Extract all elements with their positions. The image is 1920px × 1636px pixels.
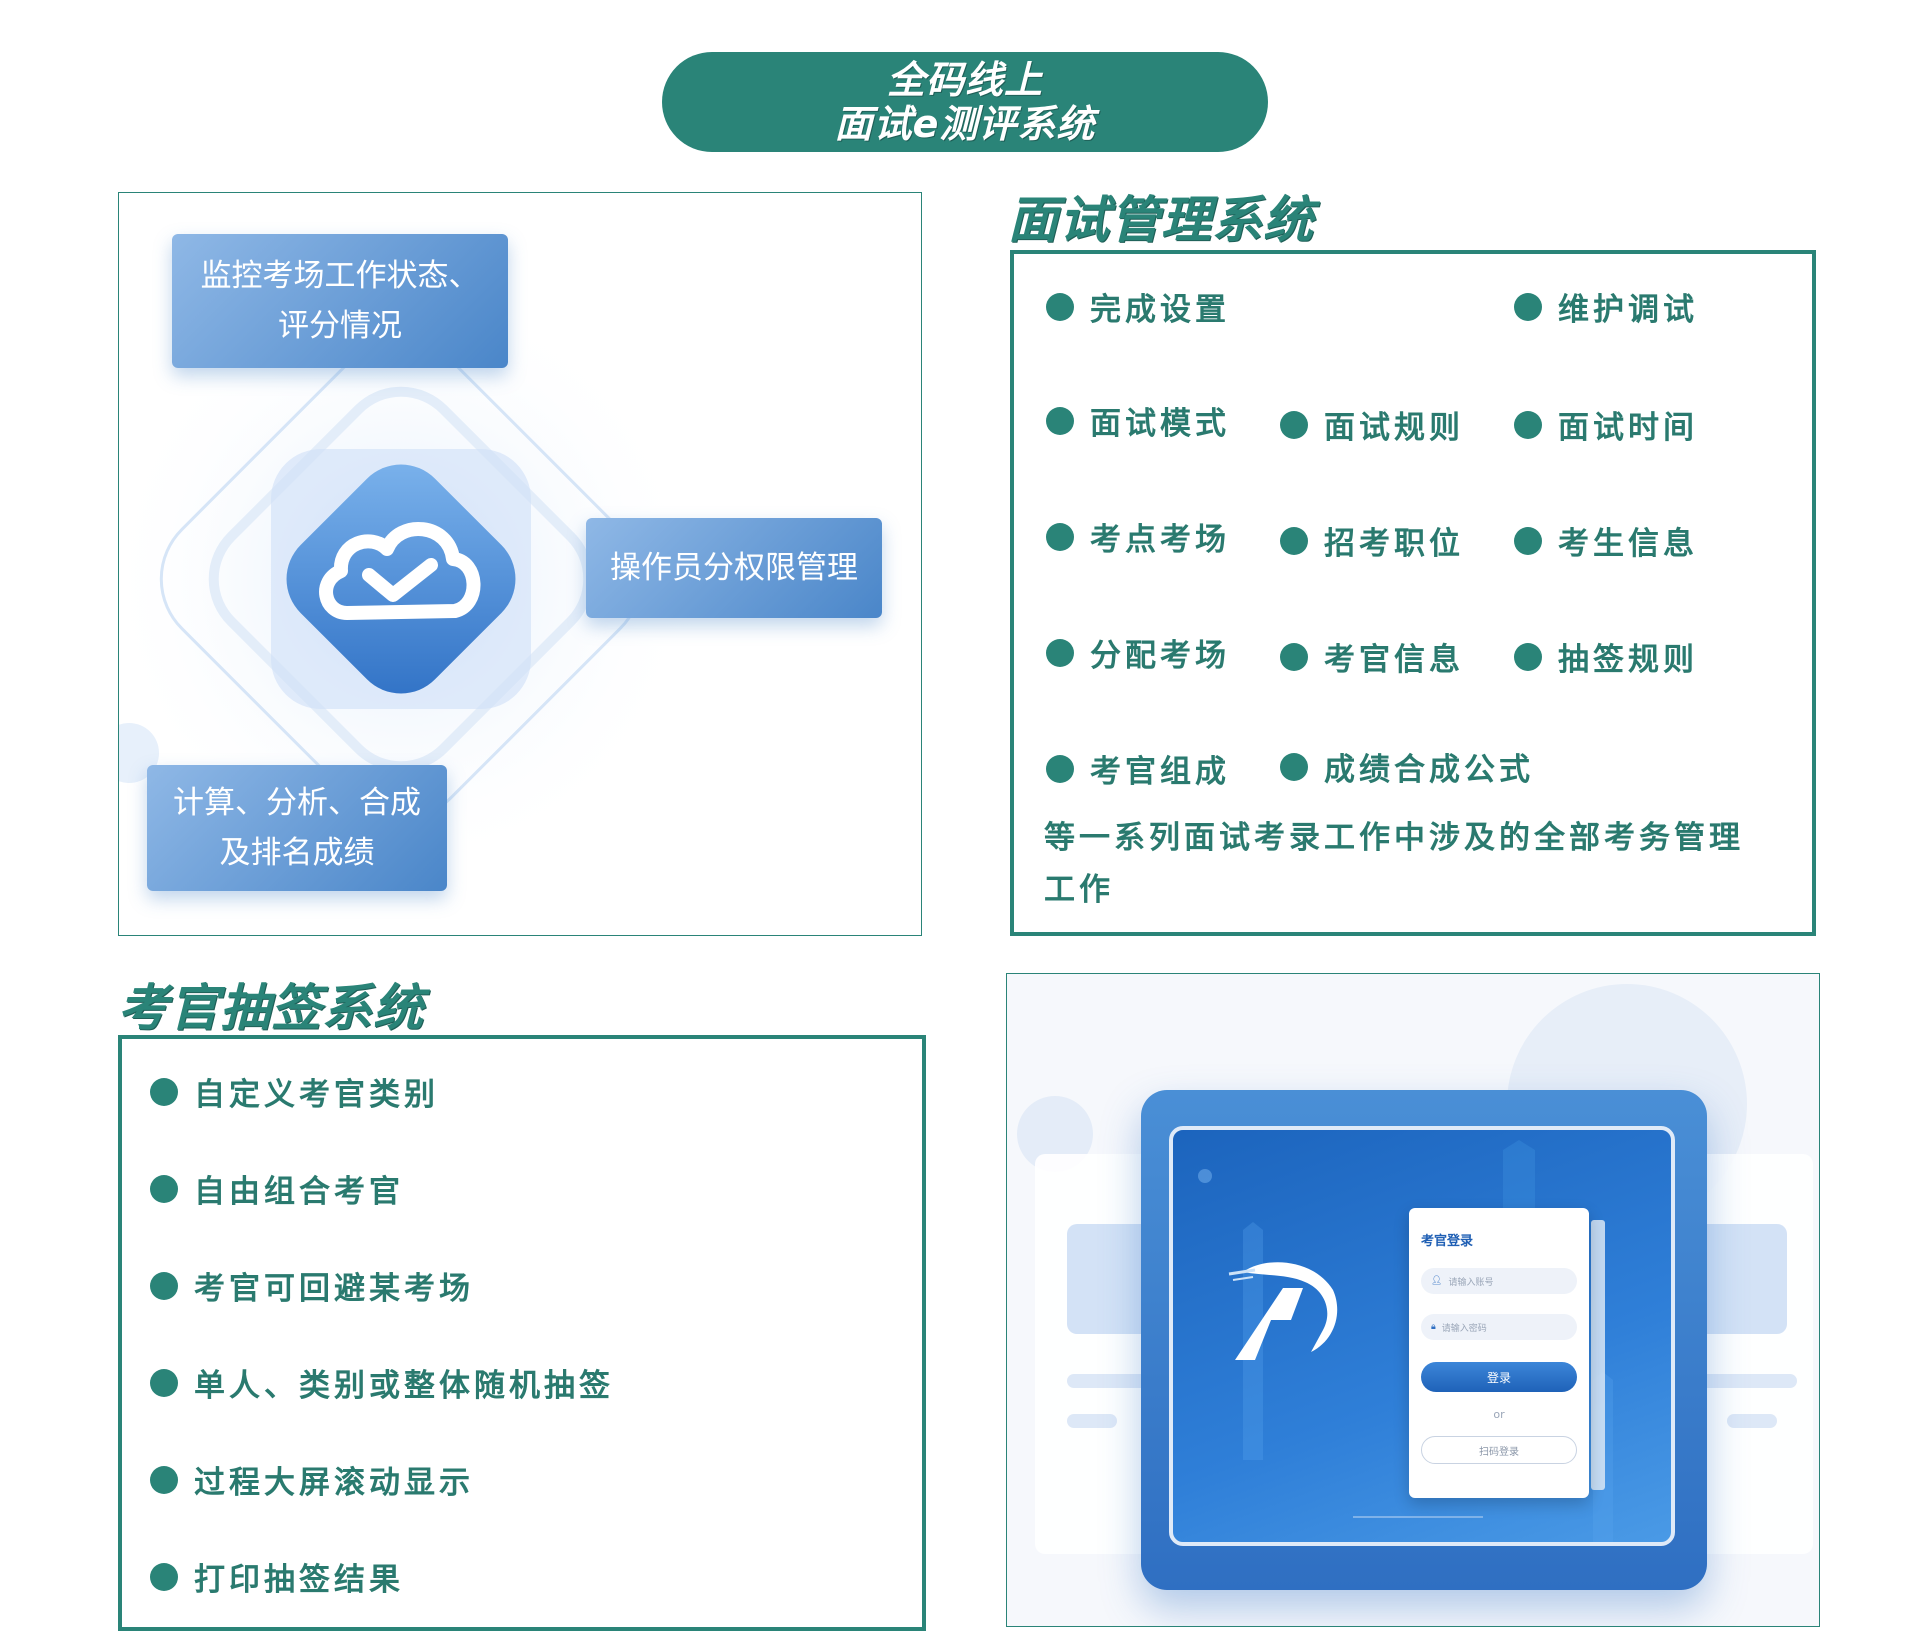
header-title-pill: 全码线上 面试e测评系统 [662, 52, 1268, 152]
app-logo-icon [1228, 1262, 1338, 1360]
bullet-dot [1046, 754, 1074, 783]
management-item: 抽签规则 [1514, 634, 1698, 679]
bullet-dot [1514, 642, 1542, 671]
bullet-dot [1046, 292, 1074, 321]
draw-title: 考官抽签系统 [118, 979, 424, 1037]
header-title-line2: 面试e测评系统 [834, 102, 1096, 146]
management-item: 考生信息 [1514, 518, 1698, 563]
draw-item: 自由组合考官 [150, 1166, 404, 1211]
draw-item: 自定义考官类别 [150, 1069, 439, 1114]
account-input[interactable]: 👤︎ 请输入账号 [1421, 1268, 1577, 1294]
management-item: 面试时间 [1514, 402, 1698, 447]
feature-monitor-line2: 评分情况 [278, 308, 402, 344]
draw-panel: 自定义考官类别 自由组合考官 考官可回避某考场 单人、类别或整体随机抽签 过程大… [118, 1035, 926, 1631]
account-placeholder: 请输入账号 [1448, 1277, 1494, 1288]
management-item: 维护调试 [1514, 284, 1698, 329]
bullet-dot [150, 1465, 178, 1494]
management-item: 考点考场 [1046, 514, 1230, 559]
login-title: 考官登录 [1421, 1234, 1474, 1249]
bullet-dot [150, 1368, 178, 1397]
tablet-device: 考官登录 👤︎ 请输入账号 🔒︎ 请输入密码 登录 or 扫码登录 [1141, 1090, 1707, 1590]
management-title: 面试管理系统 [1008, 191, 1314, 249]
bullet-dot [1280, 526, 1308, 555]
bullet-dot [1280, 410, 1308, 439]
header-title-line1: 全码线上 [886, 58, 1043, 102]
bullet-dot [1514, 292, 1542, 321]
management-item: 招考职位 [1280, 518, 1464, 563]
login-mockup-panel: 考官登录 👤︎ 请输入账号 🔒︎ 请输入密码 登录 or 扫码登录 [1006, 973, 1820, 1627]
password-placeholder: 请输入密码 [1441, 1323, 1487, 1334]
bullet-dot [150, 1077, 178, 1106]
login-button[interactable]: 登录 [1421, 1362, 1577, 1392]
draw-item: 过程大屏滚动显示 [150, 1457, 474, 1502]
bullet-dot [1514, 410, 1542, 439]
management-summary: 等一系列面试考录工作中涉及的全部考务管理工作 [1044, 820, 1744, 908]
bullet-dot [1046, 522, 1074, 551]
feature-compute-box: 计算、分析、合成 及排名成绩 [147, 765, 447, 891]
feature-compute-line2: 及排名成绩 [219, 835, 375, 871]
management-item: 考官组成 [1046, 746, 1230, 791]
management-item: 完成设置 [1046, 284, 1230, 329]
feature-monitor-box: 监控考场工作状态、 评分情况 [172, 234, 508, 368]
management-item: 面试规则 [1280, 402, 1464, 447]
management-item: 考官信息 [1280, 634, 1464, 679]
bullet-dot [150, 1271, 178, 1300]
bullet-dot [1280, 752, 1308, 781]
password-input[interactable]: 🔒︎ 请输入密码 [1421, 1314, 1577, 1340]
management-item: 成绩合成公式 [1280, 744, 1534, 789]
management-item: 面试模式 [1046, 398, 1230, 443]
bullet-dot [1514, 526, 1542, 555]
card-back-layer [1591, 1220, 1605, 1490]
draw-item: 打印抽签结果 [150, 1554, 404, 1599]
bullet-dot [1280, 642, 1308, 671]
tablet-screen: 考官登录 👤︎ 请输入账号 🔒︎ 请输入密码 登录 or 扫码登录 [1169, 1126, 1675, 1546]
draw-item: 单人、类别或整体随机抽签 [150, 1360, 614, 1405]
feature-diagram-panel: 监控考场工作状态、 评分情况 操作员分权限管理 计算、分析、合成 及排名成绩 [118, 192, 922, 936]
management-item: 分配考场 [1046, 630, 1230, 675]
lock-icon: 🔒︎ [1431, 1322, 1436, 1332]
management-panel: 完成设置 维护调试 面试模式 面试规则 面试时间 考点考场 招考职位 考生信息 … [1010, 250, 1816, 936]
scan-login-button[interactable]: 扫码登录 [1421, 1436, 1577, 1464]
bullet-dot [1046, 638, 1074, 667]
draw-item: 考官可回避某考场 [150, 1263, 474, 1308]
feature-operator-box: 操作员分权限管理 [586, 518, 882, 618]
feature-operator-label: 操作员分权限管理 [610, 550, 858, 586]
cloud-check-icon [286, 464, 516, 694]
feature-compute-line1: 计算、分析、合成 [173, 785, 421, 821]
bullet-dot [150, 1562, 178, 1591]
or-divider: or [1493, 1408, 1505, 1421]
bullet-dot [150, 1174, 178, 1203]
user-icon: 👤︎ [1431, 1276, 1443, 1286]
login-card: 考官登录 👤︎ 请输入账号 🔒︎ 请输入密码 登录 or 扫码登录 [1409, 1208, 1589, 1498]
bullet-dot [1046, 406, 1074, 435]
feature-monitor-line1: 监控考场工作状态、 [200, 258, 480, 294]
